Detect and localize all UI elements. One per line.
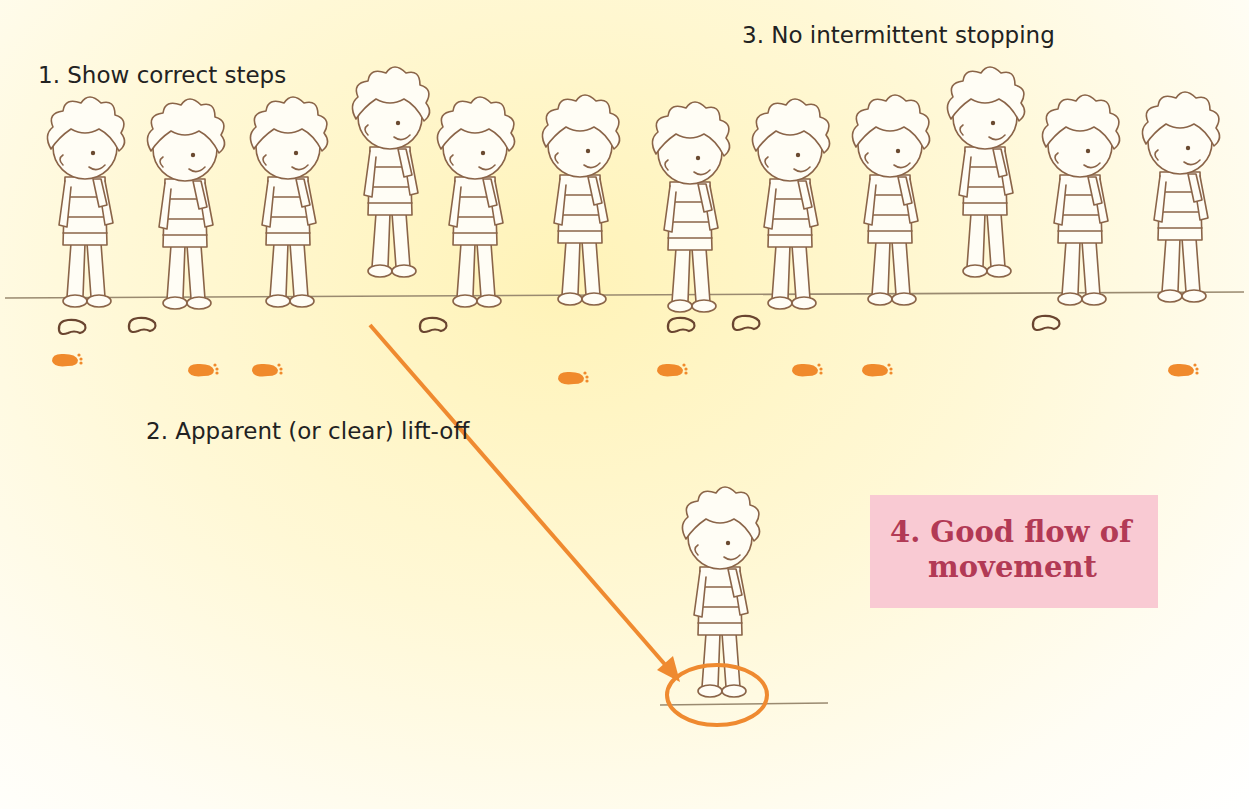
criterion-label: 2. Apparent (or clear) lift-off xyxy=(146,418,469,444)
ground-line xyxy=(660,703,828,705)
footprints xyxy=(52,316,1199,385)
highlight-box: 4. Good flow of movement xyxy=(870,495,1158,608)
box-text: 4. Good flow of movement xyxy=(890,515,1138,585)
walking-figures xyxy=(47,67,1219,312)
lift-off-pointer xyxy=(370,325,767,725)
criterion-label: 3. No intermittent stopping xyxy=(742,22,1055,48)
criterion-label: 1. Show correct steps xyxy=(38,62,286,88)
